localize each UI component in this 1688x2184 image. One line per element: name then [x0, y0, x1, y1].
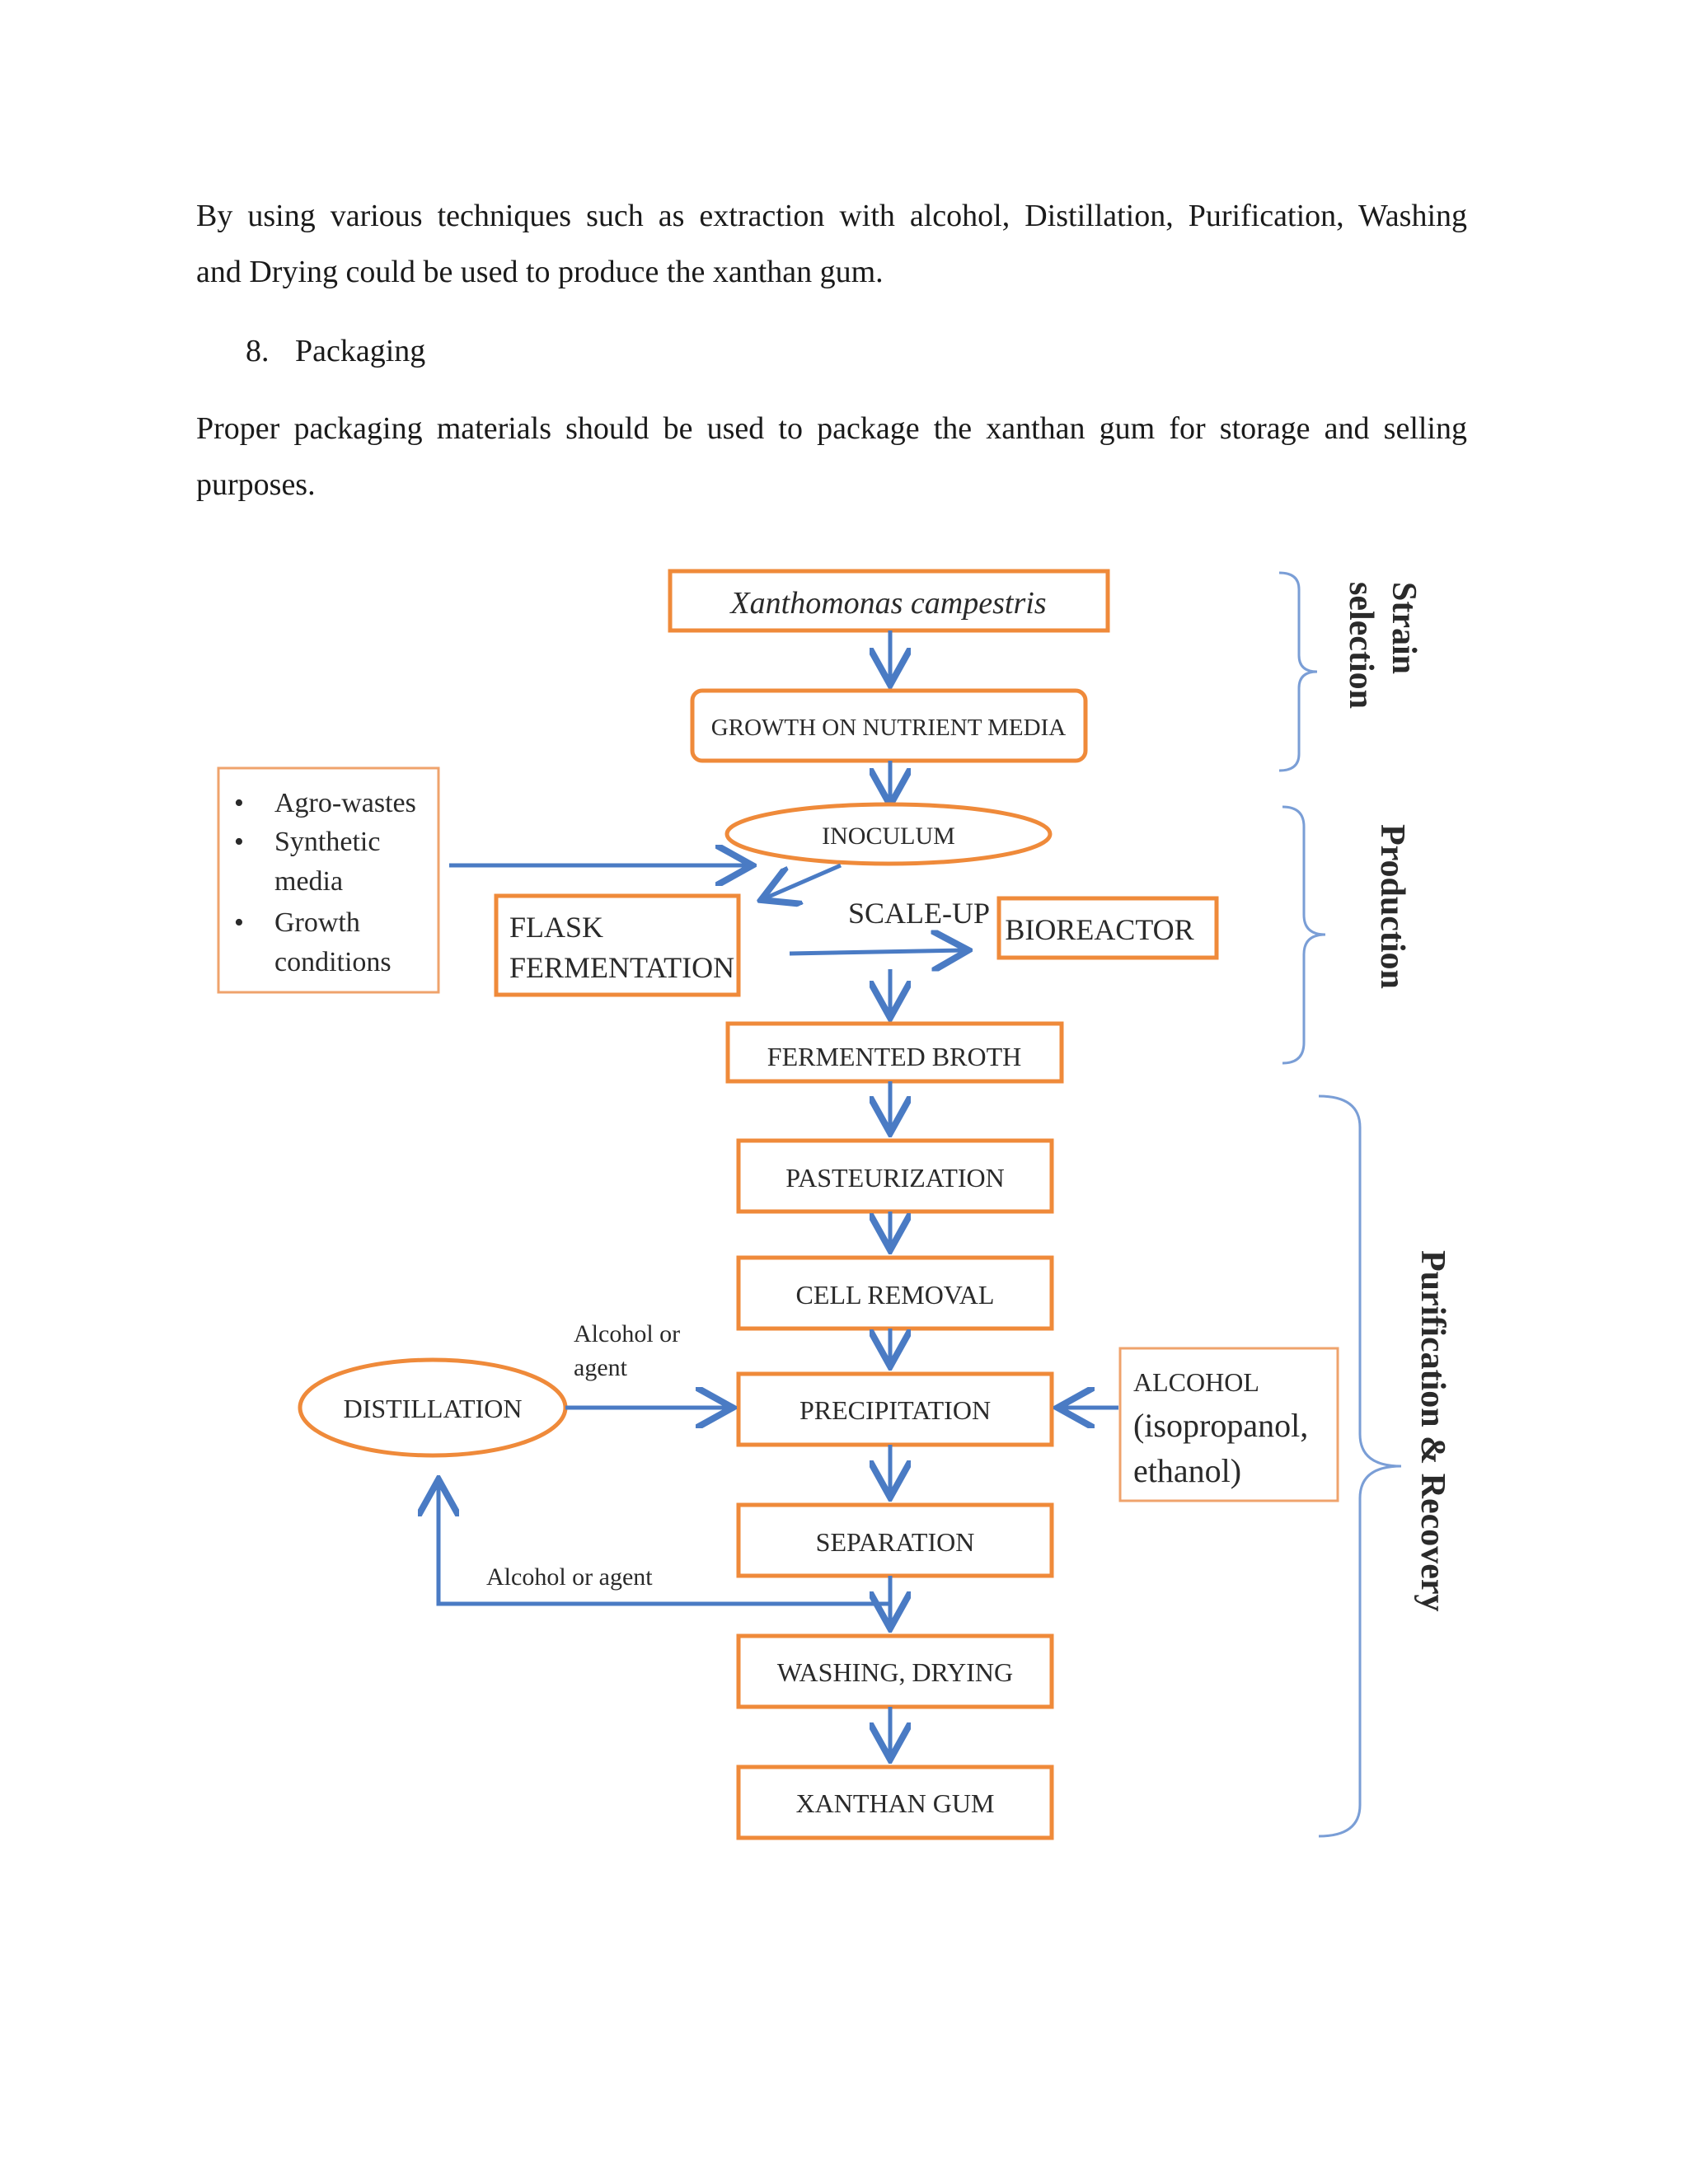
- stage-strain-line1: Strain: [1385, 582, 1423, 674]
- node-fermented-broth-label: FERMENTED BROTH: [767, 1042, 1021, 1071]
- paragraph-packaging-line1: Proper packaging materials should be use…: [196, 411, 1467, 446]
- arrow-inoculum-flask: [765, 863, 842, 898]
- node-bioreactor: BIOREACTOR: [996, 896, 1219, 960]
- paragraph-packaging-line2: purposes.: [196, 467, 316, 502]
- node-washing-drying: WASHING, DRYING: [736, 1633, 1054, 1709]
- input-growth-line2: conditions: [274, 947, 392, 977]
- node-organism: Xanthomonas campestris: [668, 569, 1110, 633]
- edge-label-agent: agent: [574, 1354, 628, 1381]
- arrow-separation-distillation: [438, 1483, 890, 1606]
- alcohol-title: ALCOHOL: [1133, 1367, 1259, 1397]
- node-pasteurization-label: PASTEURIZATION: [785, 1163, 1005, 1193]
- node-organism-label: Xanthomonas campestris: [729, 586, 1046, 621]
- node-xanthan-gum-label: XANTHAN GUM: [796, 1788, 995, 1818]
- node-precipitation-label: PRECIPITATION: [799, 1395, 991, 1425]
- label-scale-up: SCALE-UP: [848, 897, 990, 930]
- node-cell-removal: CELL REMOVAL: [736, 1255, 1054, 1331]
- node-cell-removal-label: CELL REMOVAL: [796, 1280, 995, 1310]
- arrow-scale-up: [789, 950, 964, 954]
- bracket-strain-selection: [1278, 571, 1318, 772]
- input-synthetic-line2: media: [274, 866, 343, 897]
- node-inoculum: INOCULUM: [724, 802, 1053, 866]
- node-fermented-broth: FERMENTED BROTH: [725, 1021, 1064, 1084]
- inputs-box: • Agro-wastes • Synthetic media • Growth…: [217, 766, 440, 994]
- input-synthetic-line1: Synthetic: [274, 827, 380, 857]
- node-xanthan-gum: XANTHAN GUM: [736, 1765, 1054, 1840]
- input-agro-wastes: Agro-wastes: [274, 788, 416, 818]
- node-distillation: DISTILLATION: [298, 1357, 568, 1458]
- list-label: Packaging: [295, 334, 426, 368]
- stage-strain-line2: selection: [1342, 582, 1380, 709]
- bullet-synthetic: •: [234, 827, 244, 857]
- input-growth-line1: Growth: [274, 907, 360, 938]
- paragraph-techniques-line1: By using various techniques such as extr…: [196, 199, 1467, 233]
- bullet-growth: •: [234, 907, 244, 938]
- bracket-production: [1282, 805, 1326, 1065]
- node-flask-line2: FERMENTATION: [509, 951, 734, 984]
- list-number: 8.: [246, 334, 270, 368]
- edge-label-alcohol-or: Alcohol or: [574, 1320, 680, 1347]
- node-growth: GROWTH ON NUTRIENT MEDIA: [690, 688, 1088, 763]
- alcohol-input-box: ALCOHOL (isopropanol, ethanol): [1118, 1347, 1339, 1502]
- node-distillation-label: DISTILLATION: [344, 1394, 523, 1423]
- alcohol-line2: (isopropanol,: [1133, 1407, 1308, 1444]
- node-flask: FLASK FERMENTATION: [494, 893, 741, 997]
- bracket-purification: [1318, 1094, 1402, 1838]
- node-inoculum-label: INOCULUM: [822, 823, 955, 850]
- node-bioreactor-label: BIOREACTOR: [1005, 913, 1193, 946]
- alcohol-line3: ethanol): [1133, 1452, 1241, 1489]
- node-separation-label: SEPARATION: [816, 1527, 975, 1557]
- list-item-packaging: 8. Packaging: [246, 323, 425, 379]
- node-flask-line1: FLASK: [509, 911, 603, 944]
- node-precipitation: PRECIPITATION: [736, 1371, 1054, 1447]
- stage-production: Production: [1373, 824, 1411, 989]
- node-pasteurization: PASTEURIZATION: [736, 1138, 1054, 1214]
- node-growth-label: GROWTH ON NUTRIENT MEDIA: [711, 715, 1066, 741]
- stage-purification: Purification & Recovery: [1414, 1250, 1451, 1612]
- paragraph-techniques-line2: and Drying could be used to produce the …: [196, 255, 884, 289]
- bullet-agro: •: [234, 788, 244, 818]
- node-separation: SEPARATION: [736, 1502, 1054, 1578]
- edge-label-alcohol-or-agent: Alcohol or agent: [486, 1563, 653, 1591]
- node-washing-drying-label: WASHING, DRYING: [777, 1657, 1013, 1687]
